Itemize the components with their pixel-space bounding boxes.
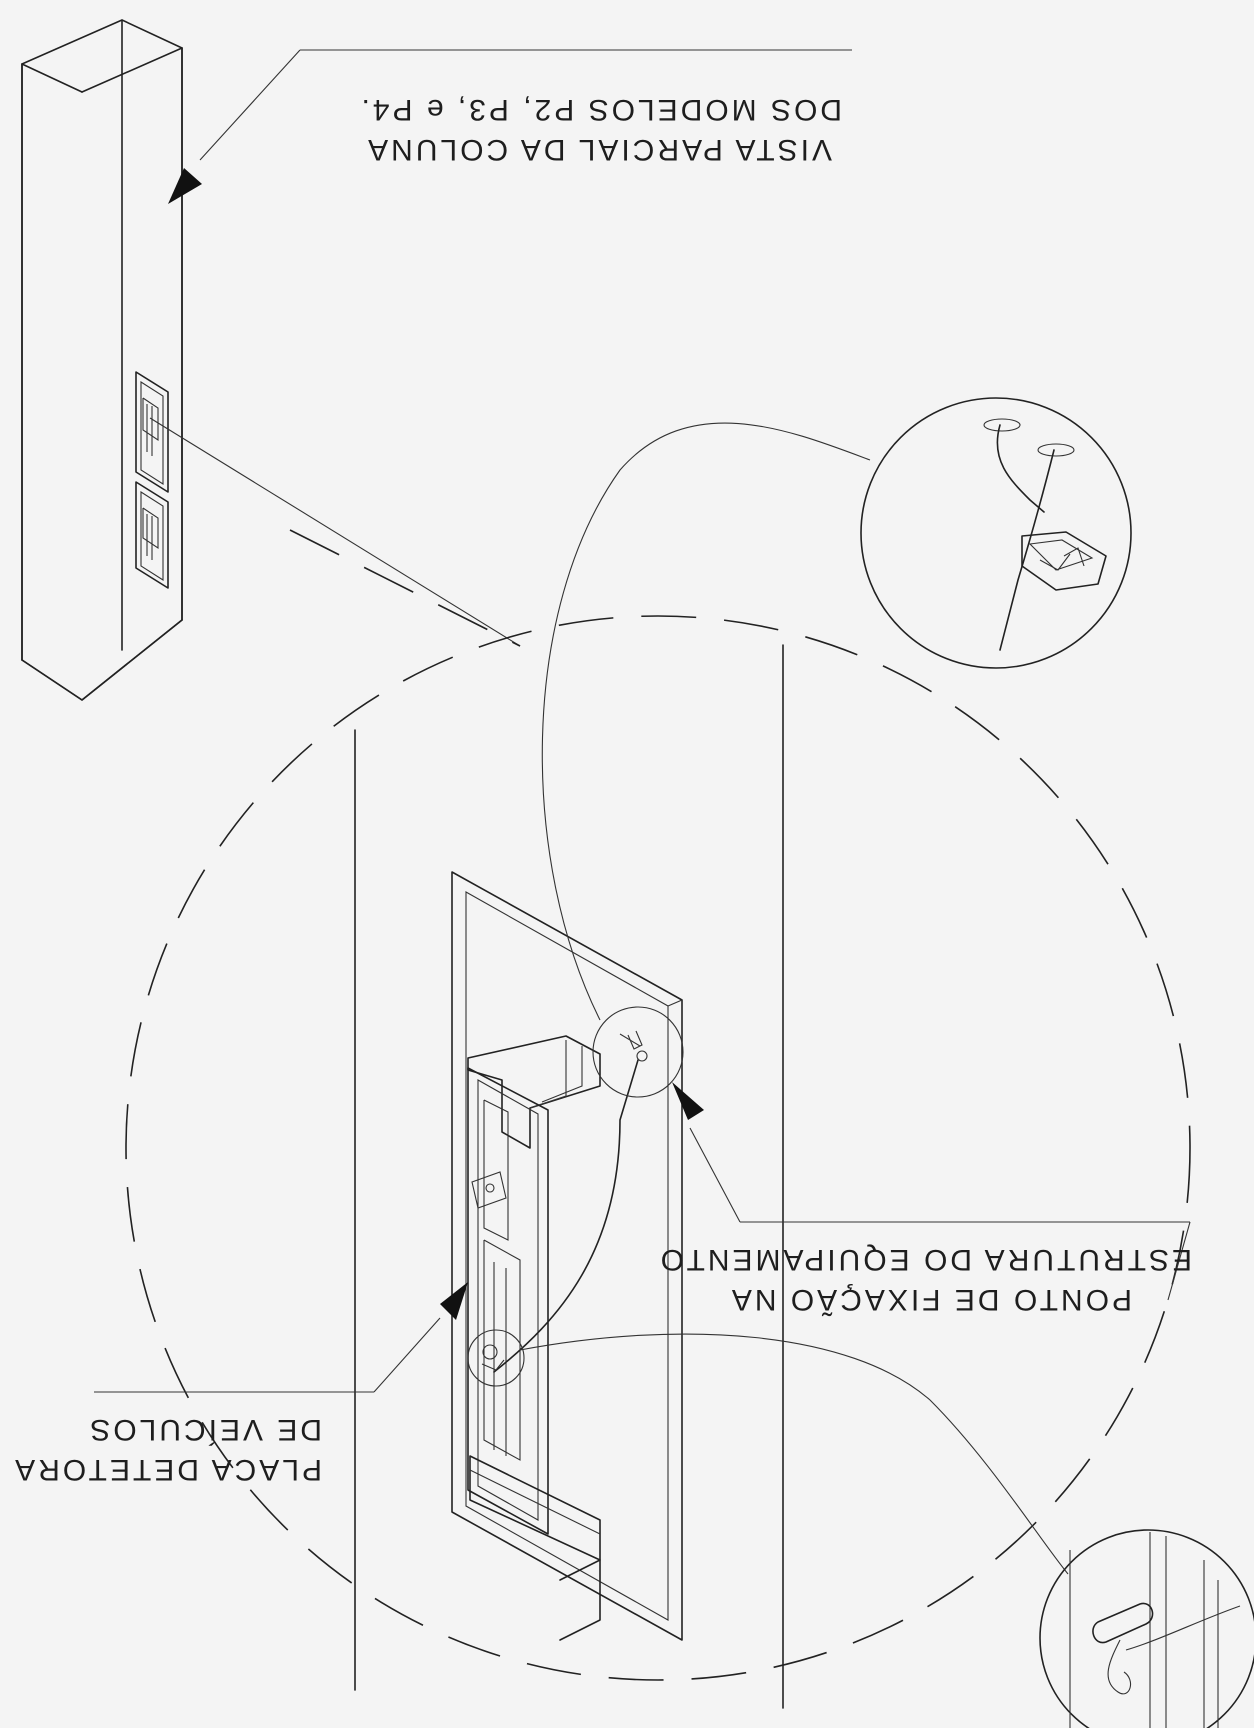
fixing-note-leader bbox=[672, 1082, 1191, 1301]
fixing-zoom-circle bbox=[860, 397, 1132, 669]
plate-note-line1: PLACA DETETORA bbox=[12, 1453, 322, 1486]
column-outline bbox=[21, 19, 183, 701]
fixing-point-callout bbox=[592, 1006, 684, 1098]
plate-note: PLACA DETETORA DE VEÍCULOS bbox=[12, 1413, 322, 1486]
column-top-edge-a bbox=[21, 63, 83, 93]
column-note-line1: VISTA PARCIAL DA COLUNA bbox=[365, 133, 832, 166]
column-note: DOS MODELOS P2, P3, e P4. VISTA PARCIAL … bbox=[359, 93, 843, 166]
plate-note-line2: DE VEÍCULOS bbox=[87, 1413, 322, 1446]
detail-column-edges bbox=[354, 644, 784, 1709]
detail-link-line bbox=[149, 417, 521, 647]
plate-zoom-circle bbox=[1039, 1529, 1254, 1728]
fixing-note: ESTRUTURA DO EQUIPAMENTO PONTO DE FIXAÇÃ… bbox=[658, 1243, 1192, 1317]
fixing-note-line1: PONTO DE FIXAÇÃO NA bbox=[729, 1283, 1132, 1317]
column-note-leader bbox=[168, 49, 852, 204]
plate-attachment-callout bbox=[467, 1329, 525, 1387]
column-partial-view bbox=[21, 19, 183, 701]
plate-zoom-link bbox=[519, 1333, 1069, 1575]
fixing-note-line2: ESTRUTURA DO EQUIPAMENTO bbox=[658, 1243, 1192, 1276]
column-plate-upper bbox=[135, 371, 169, 493]
column-bottom-edge bbox=[21, 619, 183, 701]
fixing-zoom-link bbox=[541, 422, 871, 1021]
column-note-line2: DOS MODELOS P2, P3, e P4. bbox=[359, 93, 843, 126]
column-top-edge-b bbox=[81, 47, 183, 93]
plate-note-leader bbox=[94, 1282, 468, 1393]
column-plate-lower bbox=[135, 481, 169, 589]
plate-recess bbox=[451, 871, 683, 1641]
safety-cable bbox=[493, 1059, 639, 1373]
enlarged-detail-circle bbox=[125, 615, 1191, 1681]
